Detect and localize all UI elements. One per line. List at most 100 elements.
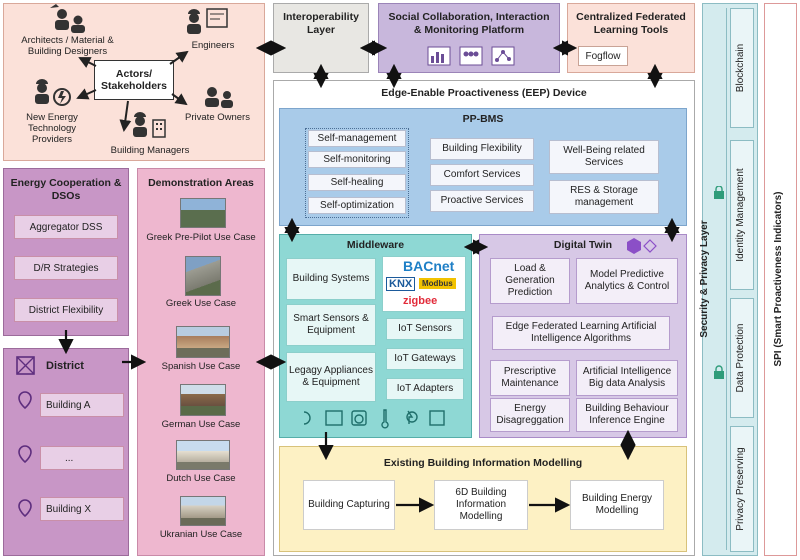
ukrainian-photo — [180, 496, 226, 526]
data-protection-box — [730, 298, 754, 418]
location-pin-icon — [18, 391, 32, 410]
social-platform: Social Collaboration, Interaction & Moni… — [378, 3, 560, 73]
location-pin-icon — [18, 499, 32, 518]
blockchain-box — [730, 8, 754, 128]
social-icons — [427, 46, 515, 66]
bacnet-logo: BACnet — [403, 258, 455, 274]
iot-gateways-box: IoT Gateways — [386, 348, 464, 370]
knx-logo: KNX — [386, 277, 416, 291]
new-energy-label: New Energy Technology Providers — [26, 112, 78, 145]
lock-icon — [714, 371, 724, 379]
demo-title: Demonstration Areas — [148, 177, 254, 189]
building-managers-label: Building Managers — [110, 145, 190, 156]
iot-adapters-box: IoT Adapters — [386, 378, 464, 400]
load-generation-box: Load & Generation Prediction — [490, 258, 570, 304]
actors-stakeholders-box: Actors/ Stakeholders — [94, 60, 174, 100]
location-pin-icon — [18, 445, 32, 464]
digital-twin-cube-icon — [627, 238, 657, 254]
prescriptive-box: Prescriptive Maintenance — [490, 360, 570, 396]
security-divider — [726, 8, 727, 550]
interop-title: Interoperability Layer — [283, 11, 359, 36]
building-a-box: Building A — [40, 393, 124, 417]
self-management-box: Self-management — [308, 130, 406, 147]
stakeholder-icons — [35, 4, 233, 138]
digital-twin-title: Digital Twin — [553, 239, 613, 251]
lock-icon — [714, 191, 724, 199]
mpc-box: Model Predictive Analytics & Control — [576, 258, 678, 304]
comfort-services-box: Comfort Services — [430, 164, 534, 186]
protocol-logos: BACnet KNX Modbus zigbee — [382, 256, 466, 312]
energy-coop-title: Energy Cooperation & DSOs — [10, 177, 122, 202]
eep-title: Edge-Enable Proactiveness (EEP) Device — [381, 87, 587, 99]
engineer-icon — [187, 8, 228, 34]
zigbee-logo: zigbee — [403, 295, 438, 307]
dutch-photo — [176, 440, 230, 470]
wellbeing-services-box: Well-Being related Services — [549, 140, 659, 174]
iot-sensors-box: IoT Sensors — [386, 318, 464, 340]
spanish-photo — [176, 326, 230, 358]
greek-photo — [185, 256, 221, 296]
ai-bigdata-box: Artificial Intelligence Big data Analysi… — [576, 360, 678, 396]
res-storage-box: RES & Storage management — [549, 180, 659, 214]
ppbms-title: PP-BMS — [462, 113, 504, 125]
self-monitoring-box: Self-monitoring — [308, 151, 406, 168]
demo-item-label: German Use Case — [161, 419, 241, 430]
building-x-box: Building X — [40, 497, 124, 521]
modbus-logo: Modbus — [419, 278, 456, 289]
private-owners-label: Private Owners — [185, 112, 250, 123]
german-photo — [180, 384, 226, 416]
thermometer-icon — [381, 409, 389, 429]
building-flexibility-box: Building Flexibility — [430, 138, 534, 160]
bim-6d-box: 6D Building Information Modelling — [434, 480, 528, 530]
demo-item-label: Greek Pre-Pilot Use Case — [146, 232, 256, 243]
district-title: District — [46, 360, 84, 372]
new-energy-icon — [35, 79, 71, 106]
building-ellipsis-box: ... — [40, 446, 124, 470]
proactive-services-box: Proactive Services — [430, 190, 534, 212]
wifi-signal-icon — [303, 411, 311, 425]
architects-label: Architects / Material & Building Designe… — [21, 35, 114, 57]
building-energy-modelling-box: Building Energy Modelling — [570, 480, 664, 530]
panel-icon — [429, 410, 445, 426]
building-systems-box: Building Systems — [286, 258, 376, 300]
demo-item-label: Ukranian Use Case — [159, 529, 243, 540]
actors-label: Actors/ Stakeholders — [101, 68, 167, 92]
identity-management-box — [730, 140, 754, 290]
self-optimization-box: Self-optimization — [308, 197, 406, 214]
architect-icon — [50, 4, 85, 33]
private-owner-icon — [205, 87, 233, 108]
greek-pre-pilot-photo — [180, 198, 226, 228]
middleware-device-icons — [303, 409, 445, 429]
building-capturing-box: Building Capturing — [303, 480, 395, 530]
district-pins — [18, 391, 32, 518]
demo-item-label: Dutch Use Case — [166, 473, 236, 484]
edge-fl-box: Edge Federated Learning Artificial Intel… — [492, 316, 670, 350]
centralized-fl-tools: Centralized Federated Learning Tools Fog… — [567, 3, 695, 73]
self-healing-box: Self-healing — [308, 174, 406, 191]
bim-title: Existing Building Information Modelling — [383, 457, 583, 469]
legacy-appliances-box: Legagy Appliances & Equipment — [286, 352, 376, 402]
fogflow-label: Fogflow — [585, 50, 621, 62]
washer-icon — [351, 410, 367, 426]
engineers-label: Engineers — [191, 40, 235, 51]
demo-item-label: Greek Use Case — [165, 298, 237, 309]
demonstration-areas-panel: Demonstration Areas — [137, 168, 265, 556]
disaggregation-box: Energy Disagreggation — [490, 398, 570, 432]
lock-icons — [714, 186, 724, 379]
aggregator-dss-box: Aggregator DSS — [14, 215, 118, 239]
building-manager-icon — [133, 112, 166, 138]
district-flexibility-box: District Flexibility — [14, 298, 118, 322]
centralized-title: Centralized Federated Learning Tools — [576, 11, 686, 36]
social-title: Social Collaboration, Interaction & Moni… — [388, 11, 550, 36]
fogflow-box: Fogflow — [578, 46, 628, 66]
privacy-preserving-box — [730, 426, 754, 552]
interoperability-layer: Interoperability Layer — [273, 3, 369, 73]
smart-sensors-box: Smart Sensors & Equipment — [286, 304, 376, 346]
district-map-icon — [16, 356, 35, 375]
middleware-title: Middleware — [346, 239, 405, 251]
self-capabilities-group — [305, 128, 409, 218]
demo-item-label: Spanish Use Case — [161, 361, 241, 372]
spi-panel — [764, 3, 797, 556]
dr-strategies-box: D/R Strategies — [14, 256, 118, 280]
